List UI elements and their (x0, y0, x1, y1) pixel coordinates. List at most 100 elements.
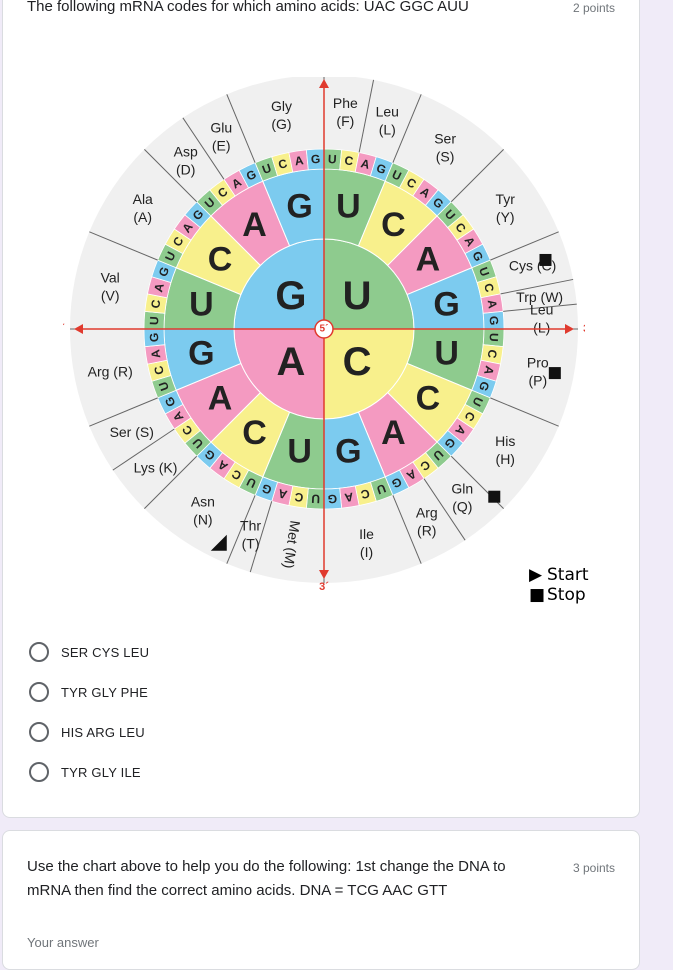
third-base-letter: G (487, 316, 501, 326)
question-points: 3 points (572, 861, 615, 875)
radio-button[interactable] (29, 642, 49, 662)
third-base-letter: U (487, 333, 501, 342)
second-base-letter: C (416, 379, 441, 417)
amino-acid-code: (D) (176, 161, 195, 177)
third-base-letter: A (276, 486, 288, 502)
third-base-letter: G (476, 380, 492, 394)
amino-acid-label: Pro (527, 355, 549, 371)
center-label: 5´ (320, 324, 329, 335)
amino-acid-label: Met (M) (281, 520, 304, 570)
third-base-letter: U (147, 316, 161, 325)
stop-square-icon: ■ (529, 585, 546, 605)
answer-input[interactable]: Your answer (27, 935, 99, 950)
third-base-letter: A (485, 299, 500, 310)
amino-divider-line (392, 495, 422, 564)
third-base-letter: G (327, 492, 337, 506)
second-base-letter: G (433, 286, 459, 324)
second-base-letter: A (242, 206, 267, 244)
amino-divider-line (450, 149, 504, 203)
radio-button[interactable] (29, 722, 49, 742)
amino-divider-line (89, 397, 158, 427)
question-points: 2 points (572, 1, 615, 15)
question-card-1: The following mRNA codes for which amino… (2, 0, 640, 818)
legend-stop: ■ Stop (529, 585, 586, 605)
amino-acid-code: (Q) (452, 499, 472, 515)
second-base-letter: C (242, 414, 267, 452)
option-4[interactable]: TYR GLY ILE (29, 762, 141, 782)
second-base-letter: G (286, 187, 312, 225)
amino-divider-line (500, 278, 574, 295)
amino-acid-label: Trp (W) (516, 289, 563, 305)
amino-acid-code: (L) (379, 121, 396, 137)
option-label: HIS ARG LEU (61, 724, 145, 740)
stop-marker-icon (488, 490, 501, 503)
third-base-letter: G (311, 152, 321, 166)
amino-acid-label: Gln (451, 481, 473, 497)
amino-divider-line (182, 117, 225, 180)
radio-button[interactable] (29, 682, 49, 702)
amino-divider-line (490, 231, 559, 261)
axis-arrow-icon (319, 79, 329, 88)
amino-acid-label: Ala (133, 191, 153, 207)
stop-marker-icon (548, 367, 561, 380)
second-base-letter: U (189, 286, 214, 324)
amino-acid-code: (I) (360, 544, 373, 560)
amino-divider-line (358, 79, 375, 153)
third-base-letter: C (485, 349, 500, 360)
third-base-letter: G (147, 332, 161, 342)
third-base-letter: A (151, 281, 167, 293)
amino-acid-label: Gly (271, 98, 292, 114)
option-label: TYR GLY PHE (61, 684, 148, 700)
third-base-letter: G (156, 265, 172, 279)
start-marker-icon (210, 534, 227, 551)
amino-acid-label: Phe (333, 95, 358, 111)
third-base-letter: C (359, 486, 371, 502)
radio-button[interactable] (29, 762, 49, 782)
legend-stop-label: Stop (547, 585, 586, 605)
amino-divider-line (226, 94, 256, 163)
legend-start: ▶ Start (529, 565, 589, 585)
third-base-letter: C (277, 156, 289, 172)
second-base-letter: A (381, 414, 406, 452)
amino-divider-line (144, 149, 198, 203)
axis-arrow-icon (319, 570, 329, 579)
amino-acid-label: Tyr (496, 191, 516, 207)
amino-divider-line (226, 495, 256, 564)
second-base-letter: U (336, 187, 361, 225)
legend-start-label: Start (547, 565, 589, 585)
stop-marker-icon (539, 253, 552, 266)
third-base-letter: A (359, 156, 371, 172)
second-base-letter: G (335, 433, 361, 471)
second-base-letter: A (416, 241, 441, 279)
center-marker (314, 319, 334, 339)
amino-acid-code: (L) (533, 319, 550, 335)
amino-acid-code: (G) (271, 116, 291, 132)
amino-divider-line (503, 303, 577, 312)
first-base-letter: A (276, 340, 305, 384)
amino-acid-label: Ser (S) (110, 424, 154, 440)
option-1[interactable]: SER CYS LEU (29, 642, 149, 662)
amino-acid-code: (V) (101, 287, 120, 303)
option-2[interactable]: TYR GLY PHE (29, 682, 148, 702)
start-triangle-icon: ▶ (529, 565, 543, 585)
amino-acid-label: His (495, 433, 515, 449)
second-base-letter: A (208, 379, 233, 417)
third-base-letter: C (344, 153, 355, 168)
axis-end-label-left: 3´ (63, 323, 65, 335)
second-base-letter: G (188, 334, 214, 372)
axis-arrow-icon (74, 324, 83, 334)
third-base-letter: A (294, 153, 305, 168)
amino-acid-label: Thr (240, 517, 261, 533)
amino-acid-code: (T) (242, 535, 260, 551)
third-base-letter: A (481, 364, 497, 376)
third-base-letter: U (328, 152, 337, 166)
amino-divider-line (423, 478, 466, 541)
option-3[interactable]: HIS ARG LEU (29, 722, 145, 742)
amino-acid-label: Val (101, 269, 120, 285)
amino-acid-code: (E) (212, 138, 231, 154)
axis-end-label-right: 3´ (583, 323, 585, 335)
first-base-letter: U (343, 274, 372, 318)
question-card-2: Use the chart above to help you do the f… (2, 830, 640, 970)
amino-acid-label: Ser (434, 131, 456, 147)
